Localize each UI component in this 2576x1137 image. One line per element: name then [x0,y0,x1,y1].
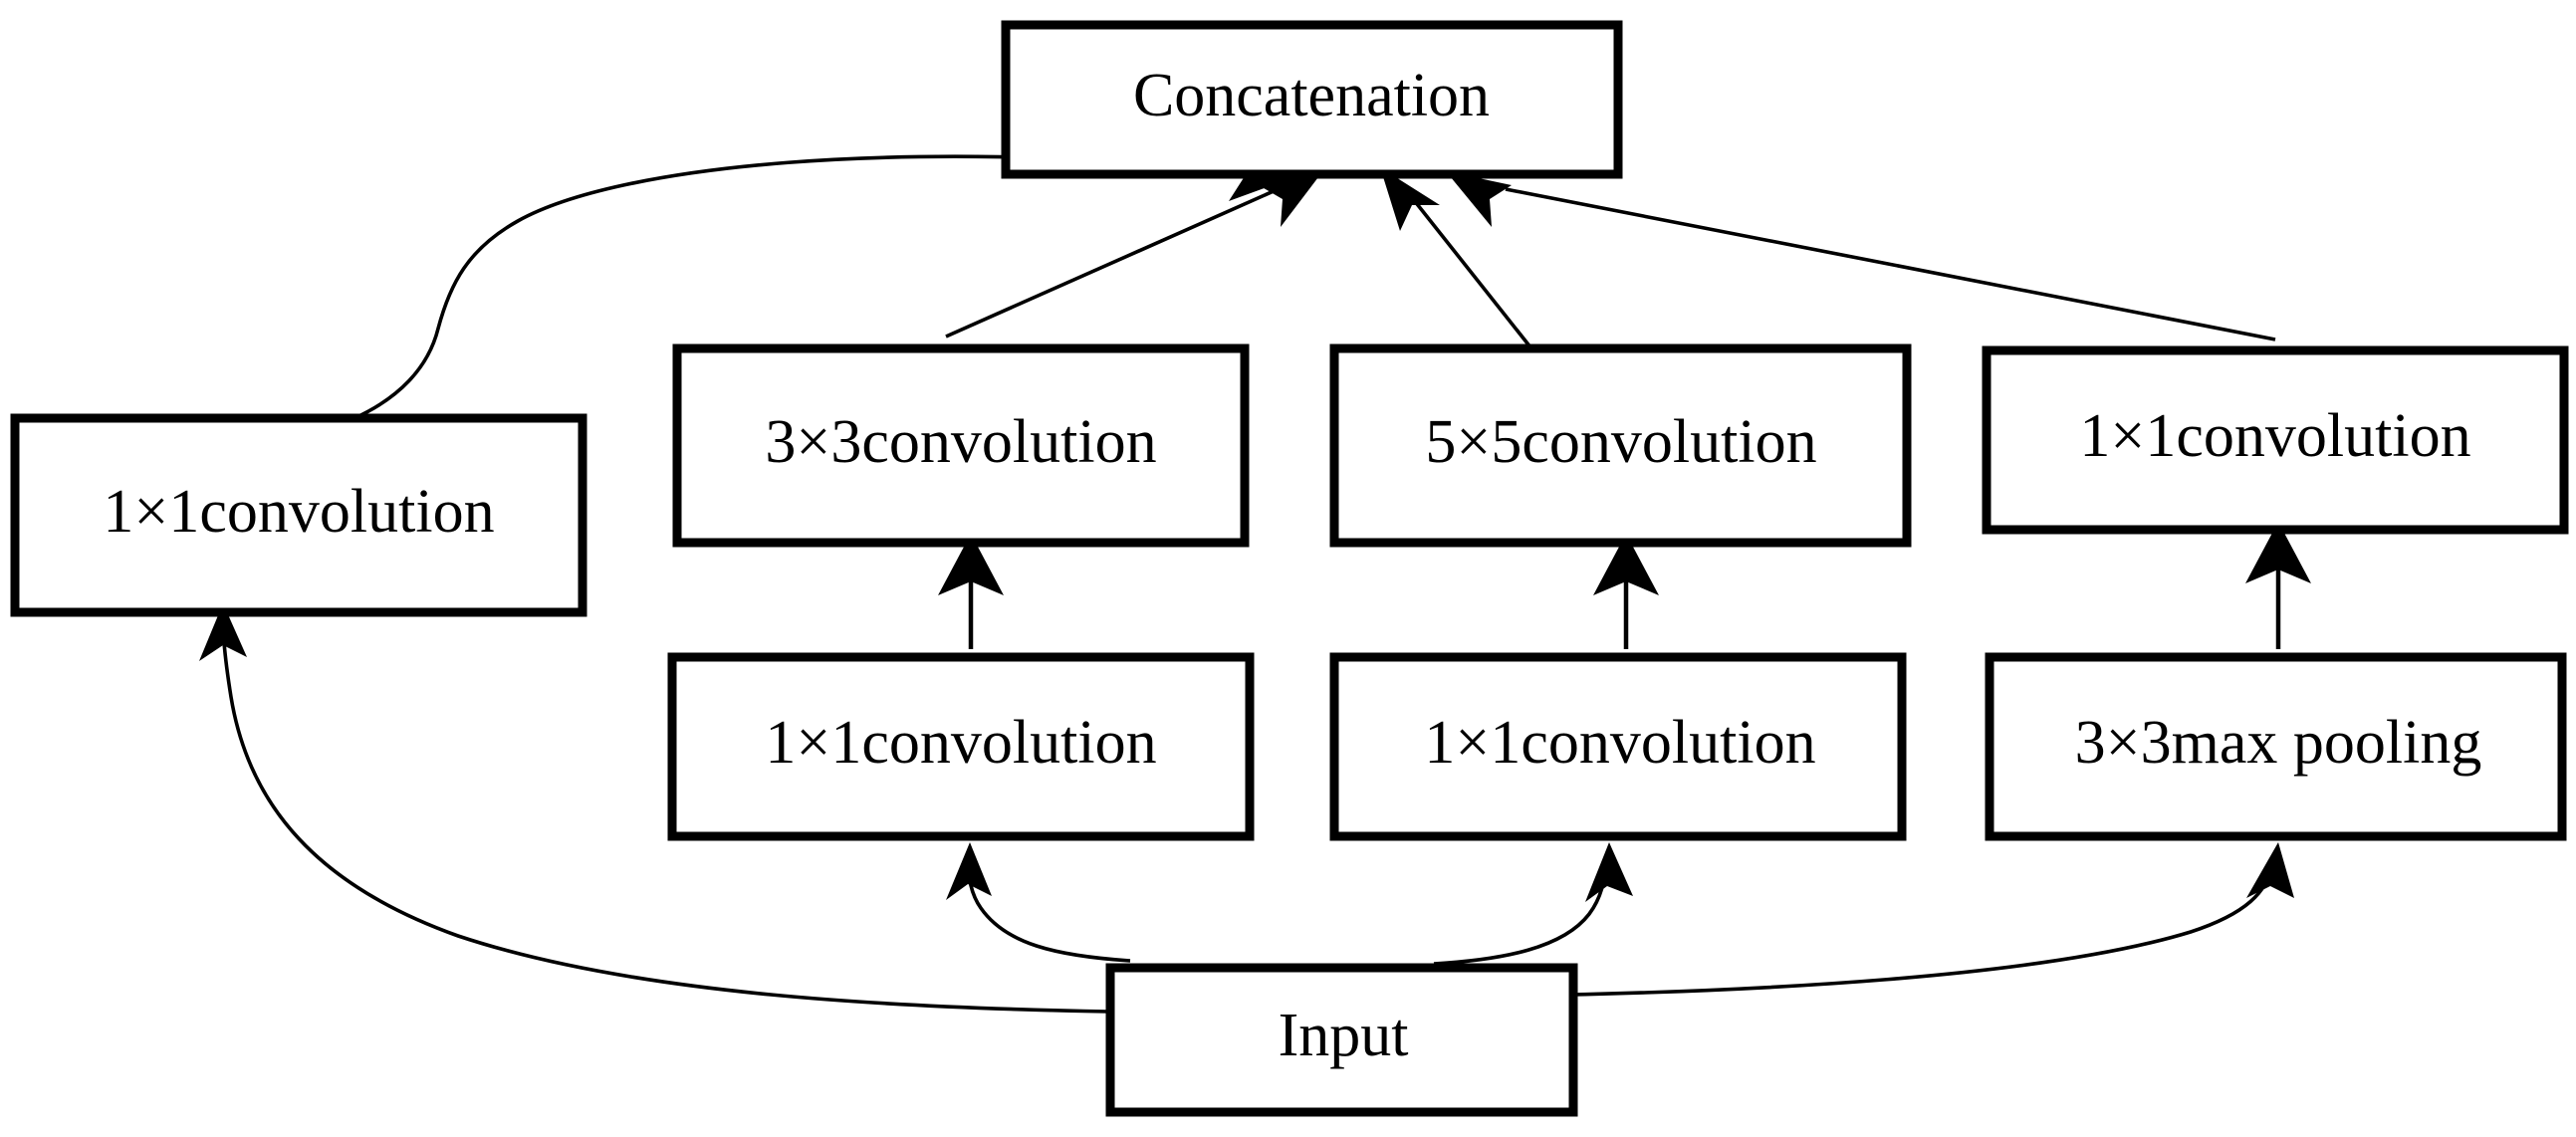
arrow-head-icon [946,842,992,900]
arrow-head-icon [1585,842,1633,902]
edge-conv1x1-mid-a-to-conv3x3 [938,534,1004,649]
node-conv5x5-label: 5×5convolution [1425,408,1816,476]
node-input[interactable]: Input [1105,963,1578,1117]
node-conv1x1-mid-a-box[interactable] [667,652,1255,841]
node-conv3x3-label: 3×3convolution [765,408,1156,476]
node-conv3x3-box[interactable] [672,343,1250,548]
node-conv3x3[interactable]: 3×3convolution [672,343,1250,548]
node-input-label: Input [1279,1002,1409,1069]
arrow-head-icon [199,603,247,661]
arrow-head-icon [2246,842,2294,898]
node-concatenation-label: Concatenation [1133,62,1490,129]
edge-conv3x3-to-concatenation [945,169,1324,339]
arrow-head-icon [1259,169,1324,227]
arrow-head-icon [2245,522,2311,583]
edge-input-to-conv1x1-mid-a [946,842,1131,963]
node-conv1x1-mid-b-label: 1×1convolution [1424,709,1815,777]
edge-input-to-maxpool3x3 [1522,842,2294,998]
node-conv1x1-left-label: 1×1convolution [103,478,494,546]
node-maxpool3x3[interactable]: 3×3max pooling [1985,652,2567,841]
node-conv1x1-right-label: 1×1convolution [2079,402,2470,470]
edge-input-to-conv1x1-left [199,603,1109,1014]
arrow-head-icon [1446,171,1512,227]
node-conv1x1-right-box[interactable] [1982,345,2569,535]
node-conv1x1-mid-b[interactable]: 1×1convolution [1329,652,1907,841]
node-conv5x5[interactable]: 5×5convolution [1329,343,1912,548]
node-conv5x5-box[interactable] [1329,343,1912,548]
edge-conv1x1-mid-b-to-conv5x5 [1593,534,1659,649]
node-conv1x1-mid-a[interactable]: 1×1convolution [667,652,1255,841]
node-conv1x1-mid-a-label: 1×1convolution [765,709,1156,777]
node-conv1x1-right[interactable]: 1×1convolution [1982,345,2569,535]
edge-input-to-conv1x1-mid-b [1433,842,1633,966]
node-conv1x1-left[interactable]: 1×1convolution [10,413,587,617]
node-conv1x1-left-box[interactable] [10,413,587,617]
arrow-head-icon [1380,167,1440,231]
node-maxpool3x3-label: 3×3max pooling [2075,709,2482,777]
node-concatenation-box[interactable] [1001,20,1623,179]
node-conv1x1-mid-b-box[interactable] [1329,652,1907,841]
node-concatenation[interactable]: Concatenation [1001,20,1623,179]
arrow-head-icon [1593,534,1659,595]
edge-conv1x1-right-to-concatenation [1446,171,2276,341]
edge-maxpool3x3-to-conv1x1-right [2245,522,2311,649]
arrow-head-icon [938,534,1004,595]
edge-conv5x5-to-concatenation [1380,167,1533,350]
node-maxpool3x3-box[interactable] [1985,652,2567,841]
node-input-box[interactable] [1105,963,1578,1117]
